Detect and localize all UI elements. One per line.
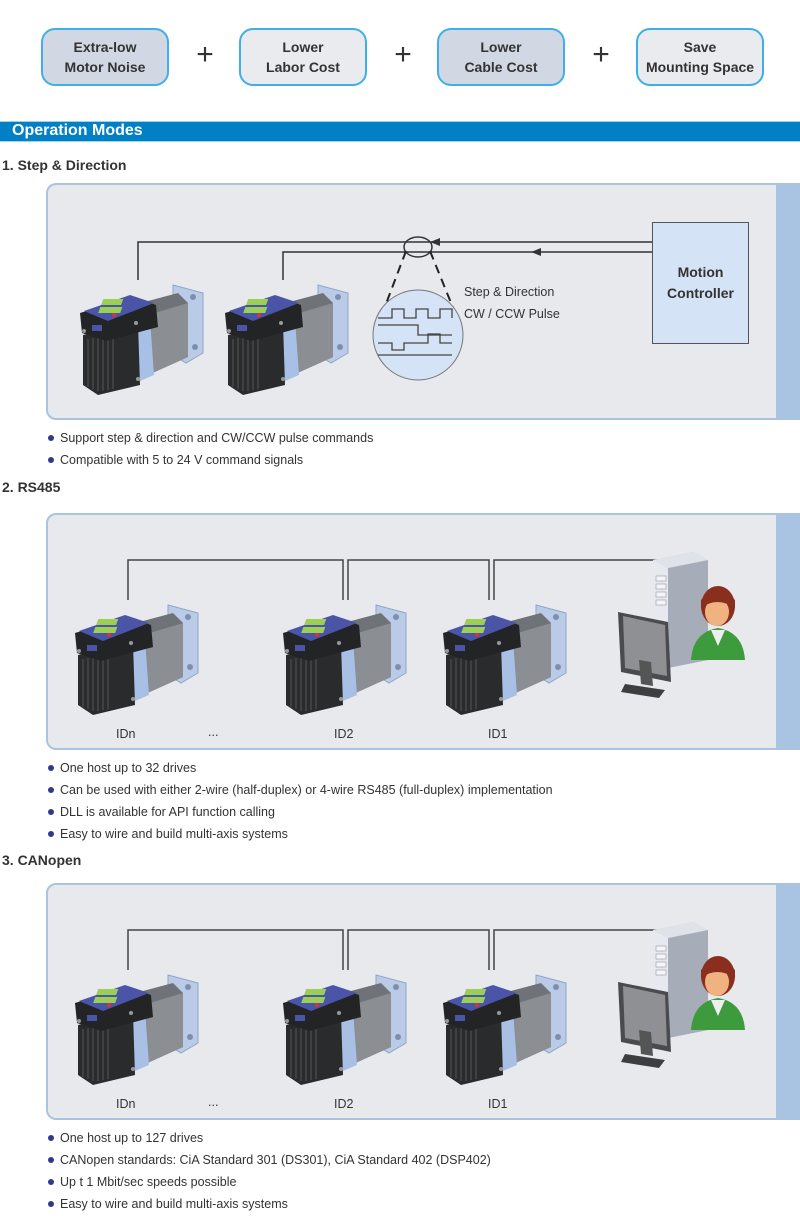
drive-id-label: ID1 xyxy=(488,727,508,741)
motor-drive-icon xyxy=(281,595,411,715)
motor-drive-icon xyxy=(223,275,353,395)
arrow-icon xyxy=(531,248,541,256)
signal-label-cw-ccw: CW / CCW Pulse xyxy=(464,307,560,321)
mode-title-step-direction: 1. Step & Direction xyxy=(2,157,127,173)
drive-id-ellipsis: ... xyxy=(208,725,219,739)
drive-id-label: ID2 xyxy=(334,727,354,741)
motor-drive-icon xyxy=(441,595,571,715)
plus-sign: + xyxy=(394,38,412,71)
motor-drive-icon xyxy=(78,275,208,395)
host-pc-user-icon xyxy=(613,920,753,1070)
host-pc-user-icon xyxy=(613,550,753,700)
drive-id-label: IDn xyxy=(116,727,136,741)
motor-drive-icon xyxy=(73,965,203,1085)
controller-line2: Controller xyxy=(667,285,734,301)
feature-box-mounting-space: Save Mounting Space xyxy=(636,28,764,86)
step-direction-wiring xyxy=(137,236,652,381)
rs485-bus-wiring xyxy=(127,559,663,600)
feature-line2: Mounting Space xyxy=(645,59,755,75)
bullet-item: Easy to wire and build multi-axis system… xyxy=(48,823,553,845)
panel-side-bar xyxy=(776,515,800,748)
mode-title-canopen: 3. CANopen xyxy=(2,852,82,868)
mode-title-rs485: 2. RS485 xyxy=(2,479,61,495)
cable-clamp-icon xyxy=(403,236,433,258)
bullet-item: DLL is available for API function callin… xyxy=(48,801,553,823)
feature-box-labor-cost: Lower Labor Cost xyxy=(239,28,367,86)
feature-line1: Save xyxy=(683,39,717,55)
bullet-item: One host up to 32 drives xyxy=(48,757,553,779)
feature-line2: Cable Cost xyxy=(464,59,538,75)
feature-line2: Motor Noise xyxy=(64,59,146,75)
arrow-icon xyxy=(430,238,440,246)
feature-line1: Lower xyxy=(282,39,324,55)
motor-drive-icon xyxy=(441,965,571,1085)
controller-line1: Motion xyxy=(677,264,724,280)
drive-id-label: ID2 xyxy=(334,1097,354,1111)
drive-id-label: ID1 xyxy=(488,1097,508,1111)
bullet-item: Can be used with either 2-wire (half-dup… xyxy=(48,779,553,801)
feature-box-cable-cost: Lower Cable Cost xyxy=(437,28,565,86)
feature-line2: Labor Cost xyxy=(266,59,340,75)
diagram-panel-canopen: IDn ... ID2 ID1 xyxy=(46,883,800,1120)
section-title: Operation Modes xyxy=(12,122,143,139)
diagram-panel-rs485: IDn ... ID2 ID1 xyxy=(46,513,800,750)
canopen-bus-wiring xyxy=(127,929,663,970)
bullet-list-step-direction: Support step & direction and CW/CCW puls… xyxy=(48,427,373,471)
drive-id-ellipsis: ... xyxy=(208,1095,219,1109)
bullet-list-rs485: One host up to 32 drives Can be used wit… xyxy=(48,757,553,845)
bullet-item: Support step & direction and CW/CCW puls… xyxy=(48,427,373,449)
wire-direction xyxy=(282,251,652,280)
panel-side-bar xyxy=(776,185,800,418)
drive-id-label: IDn xyxy=(116,1097,136,1111)
plus-sign: + xyxy=(196,38,214,71)
motor-drive-icon xyxy=(281,965,411,1085)
bullet-item: Up t 1 Mbit/sec speeds possible xyxy=(48,1171,491,1193)
bullet-item: Easy to wire and build multi-axis system… xyxy=(48,1193,491,1215)
feature-line1: Extra-low xyxy=(73,39,137,55)
feature-box-motor-noise: Extra-low Motor Noise xyxy=(41,28,169,86)
plus-sign: + xyxy=(592,38,610,71)
bullet-item: Compatible with 5 to 24 V command signal… xyxy=(48,449,373,471)
panel-side-bar xyxy=(776,885,800,1118)
wire-step xyxy=(137,241,652,280)
section-header-bar: Operation Modes xyxy=(0,121,800,142)
bullet-list-canopen: One host up to 127 drives CANopen standa… xyxy=(48,1127,491,1215)
bullet-item: One host up to 127 drives xyxy=(48,1127,491,1149)
diagram-panel-step-direction: Step & Direction CW / CCW Pulse Motion C… xyxy=(46,183,800,420)
motor-drive-icon xyxy=(73,595,203,715)
bullet-item: CANopen standards: CiA Standard 301 (DS3… xyxy=(48,1149,491,1171)
signal-label-step-direction: Step & Direction xyxy=(464,285,555,299)
motion-controller-box: Motion Controller xyxy=(652,222,749,344)
feature-line1: Lower xyxy=(480,39,522,55)
pulse-waveform-icon xyxy=(378,308,453,356)
